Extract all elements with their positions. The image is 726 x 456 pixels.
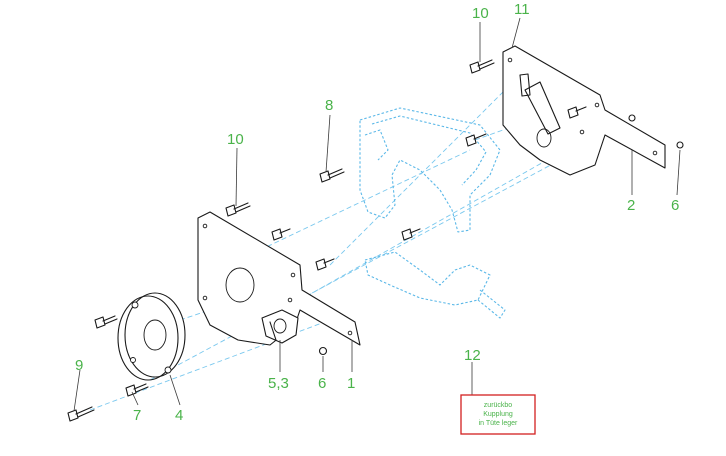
screw-mid-2 [315,258,335,271]
note-box-12: zurückbo Kupplung in Tüte leger [460,394,536,435]
callout-6-right: 6 [671,197,679,214]
callout-4: 4 [175,407,183,424]
note-line-3: in Tüte leger [479,420,518,427]
screws [67,59,684,422]
hub-part-5-3 [261,309,299,344]
callout-7: 7 [133,407,141,424]
screw-10-top [469,59,495,74]
ghost-bracket-8 [359,107,501,233]
ghost-lower-arm [364,251,506,319]
screw-mid-3 [401,228,421,241]
note-line-2: Kupplung [483,411,513,418]
plate-left-part-1 [197,211,361,346]
callout-1: 1 [347,375,355,392]
screw-7 [125,383,149,397]
callout-9: 9 [75,357,83,374]
screw-8 [319,168,345,183]
nut-right-plate [628,114,636,122]
callout-8: 8 [325,97,333,114]
flange-part-4 [117,292,186,381]
screw-mid-1 [271,228,291,241]
note-line-1: zurückbo [484,402,513,409]
screw-flange [94,315,118,329]
screw-right-1 [465,133,487,147]
screw-10-left [225,202,251,217]
callout-12: 12 [464,347,481,364]
plate-right-part-2 [502,45,666,176]
callout-10-left: 10 [227,131,244,148]
nut-6-bottom [318,346,328,356]
callout-11: 11 [514,1,530,18]
screw-right-2 [567,106,587,119]
screw-9 [67,406,95,422]
callout-5-3: 5,3 [268,375,289,392]
callouts: 10 11 8 10 2 6 9 7 4 5,3 6 1 12 [75,1,679,424]
callout-10-top: 10 [472,5,489,22]
leader-lines [73,17,681,412]
callout-2: 2 [627,197,635,214]
callout-6-bottom: 6 [318,375,326,392]
nut-6-right [676,141,684,149]
